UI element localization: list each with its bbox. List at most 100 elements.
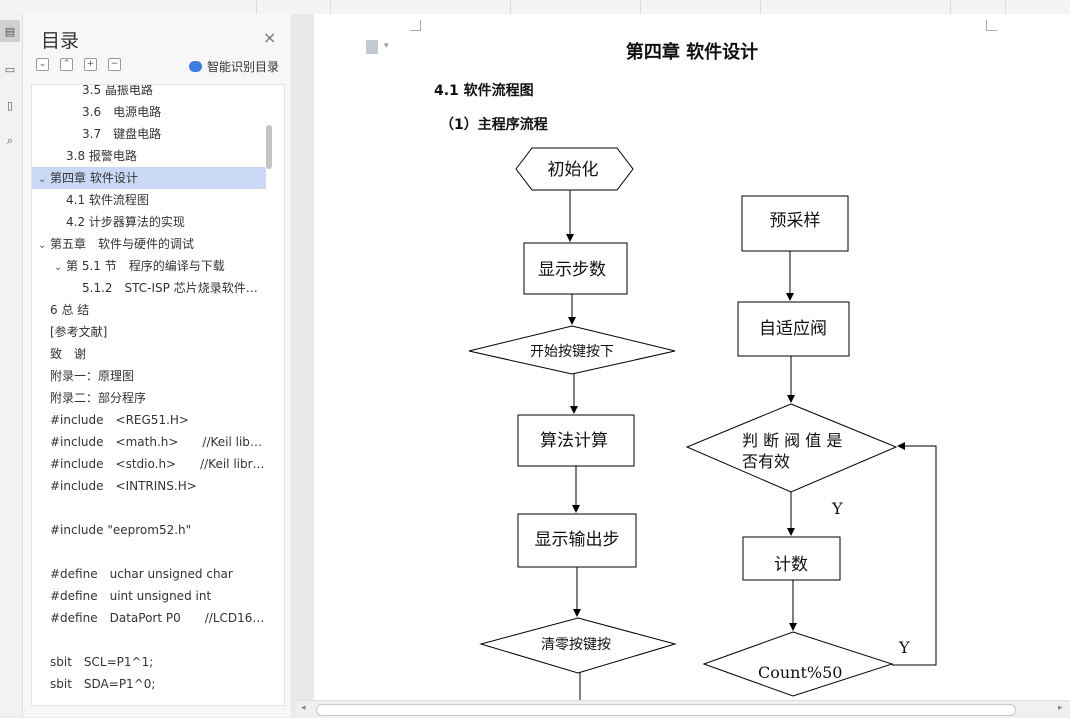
toc-panel: 目录 × ⌄ ⌃ + − 智能识别目录 sbit SDA=P1^0;sbit S… bbox=[23, 14, 291, 717]
adaptive-node bbox=[737, 301, 850, 357]
toc-item-label: 6 总 结 bbox=[50, 303, 90, 317]
toc-item[interactable]: #include <stdio.h> //Keil library bbox=[32, 453, 266, 475]
algorithm-label: 算法计算 bbox=[540, 431, 608, 451]
show-output-label: 显示输出步 bbox=[535, 530, 620, 550]
toolbar-divider bbox=[760, 0, 761, 14]
cloud-icon bbox=[189, 61, 202, 72]
toc-item[interactable]: #include "eeprom52.h" bbox=[32, 519, 266, 541]
toc-item[interactable] bbox=[32, 629, 266, 651]
toc-item-label: 4.2 计步器算法的实现 bbox=[66, 215, 185, 229]
toc-item[interactable]: [参考文献] bbox=[32, 321, 266, 343]
toc-item[interactable]: ⌄第五章 软件与硬件的调试 bbox=[32, 233, 266, 255]
toolbar-divider bbox=[330, 0, 331, 14]
chevron-down-icon[interactable]: ⌄ bbox=[38, 240, 47, 251]
horizontal-scroll-thumb[interactable] bbox=[316, 704, 1016, 716]
toc-item[interactable]: sbit SCL=P1^1; bbox=[32, 651, 266, 673]
subsection-heading: （1）主程序流程 bbox=[440, 117, 548, 133]
toc-item[interactable]: 3.7 键盘电路 bbox=[32, 123, 266, 145]
toolbar-divider bbox=[510, 0, 511, 14]
toc-item[interactable]: 6 总 结 bbox=[32, 299, 266, 321]
toc-item[interactable]: 附录二：部分程序 bbox=[32, 387, 266, 409]
toc-panel-icon[interactable]: ▤ bbox=[0, 20, 20, 42]
toc-item[interactable]: 3.6 电源电路 bbox=[32, 101, 266, 123]
clear-key-label: 清零按键按 bbox=[541, 637, 611, 653]
toc-item[interactable]: 3.8 报警电路 bbox=[32, 145, 266, 167]
toc-item-label: [参考文献] bbox=[50, 325, 108, 339]
toc-item-label: 4.1 软件流程图 bbox=[66, 193, 149, 207]
left-icon-rail: ▤ ▭ ▯ ⌕ bbox=[0, 14, 23, 717]
add-heading-icon[interactable]: + bbox=[84, 58, 97, 71]
toc-item[interactable]: ⌄第四章 软件设计 bbox=[32, 167, 266, 189]
toc-item[interactable] bbox=[32, 541, 266, 563]
toc-item-label: 3.7 键盘电路 bbox=[82, 127, 162, 141]
show-steps-node bbox=[523, 242, 628, 295]
show-steps-label: 显示步数 bbox=[538, 260, 606, 280]
scroll-left-icon[interactable]: ◂ bbox=[301, 703, 306, 713]
toolbar-divider bbox=[1005, 0, 1006, 14]
thumbnail-panel-icon[interactable]: ▭ bbox=[4, 62, 16, 76]
toc-item[interactable]: 3.5 晶振电路 bbox=[32, 84, 266, 101]
page-corner-mark bbox=[410, 20, 421, 31]
section-heading: 4.1 软件流程图 bbox=[434, 83, 534, 99]
horizontal-scrollbar[interactable]: ◂ ▸ bbox=[296, 700, 1070, 718]
toc-item[interactable]: #define uint unsigned int bbox=[32, 585, 266, 607]
toc-item-label: 3.5 晶振电路 bbox=[82, 84, 153, 97]
toc-scrollbar[interactable] bbox=[266, 125, 272, 169]
toc-item-label: 附录二：部分程序 bbox=[50, 391, 147, 405]
toc-list: sbit SDA=P1^0; sbit SCL=P1^1; #define Data… bbox=[31, 84, 285, 706]
count-mod-node bbox=[702, 631, 894, 697]
chevron-down-icon[interactable]: ⌄ bbox=[38, 174, 47, 185]
toc-item-label: #define uint unsigned int bbox=[50, 589, 212, 603]
count-mod-label: Count%50 bbox=[758, 663, 842, 682]
toc-item[interactable]: #define uchar unsigned char bbox=[32, 563, 266, 585]
count-label: 计数 bbox=[774, 555, 808, 575]
toc-item[interactable]: 4.1 软件流程图 bbox=[32, 189, 266, 211]
smart-recognize-label: 智能识别目录 bbox=[207, 60, 280, 74]
scroll-right-icon[interactable]: ▸ bbox=[1058, 703, 1063, 713]
toc-item[interactable]: #include <REG51.H> bbox=[32, 409, 266, 431]
yes-label: Y bbox=[831, 499, 843, 518]
toc-item[interactable]: 致 谢 bbox=[32, 343, 266, 365]
toc-item-label: 第五章 软件与硬件的调试 bbox=[50, 237, 195, 251]
toc-item[interactable] bbox=[32, 497, 266, 519]
search-icon[interactable]: ⌕ bbox=[6, 134, 14, 147]
toc-item-label: #include <stdio.h> //Keil library bbox=[50, 457, 266, 471]
toc-title: 目录 bbox=[41, 30, 80, 52]
close-icon[interactable]: × bbox=[263, 28, 277, 47]
toc-item[interactable]: 附录一：原理图 bbox=[32, 365, 266, 387]
judge-label-line2: 否有效 bbox=[742, 452, 790, 471]
toc-item-label: #include <INTRINS.H> bbox=[50, 479, 197, 493]
start-key-label: 开始按键按下 bbox=[530, 344, 614, 360]
chevron-down-icon[interactable]: ⌄ bbox=[54, 262, 63, 273]
collapse-all-icon[interactable]: ⌃ bbox=[60, 58, 73, 71]
toc-item-label: #define uchar unsigned char bbox=[50, 567, 233, 581]
toolbar-divider bbox=[256, 0, 257, 14]
toc-item[interactable]: #include <INTRINS.H> bbox=[32, 475, 266, 497]
toc-item[interactable]: 4.2 计步器算法的实现 bbox=[32, 211, 266, 233]
toc-item-label: sbit SDA=P1^0; bbox=[50, 677, 156, 691]
toc-item-label: #include <math.h> //Keil library bbox=[50, 435, 266, 449]
toc-item[interactable]: ⌄第 5.1 节 程序的编译与下载 bbox=[32, 255, 266, 277]
init-node bbox=[515, 147, 634, 191]
toc-item[interactable]: #define DataPort P0 //LCD1602 data port bbox=[32, 607, 266, 629]
remove-heading-icon[interactable]: − bbox=[108, 58, 121, 71]
toc-item[interactable]: 5.1.2 STC-ISP 芯片烧录软件的使用 bbox=[32, 277, 266, 299]
toc-item-label: 5.1.2 STC-ISP 芯片烧录软件的使用 bbox=[82, 281, 266, 295]
smart-recognize-toc-button[interactable]: 智能识别目录 bbox=[189, 58, 279, 75]
document-page: ▾ 第四章 软件设计 4.1 软件流程图 （1）主程序流程 bbox=[314, 14, 1070, 704]
toc-item[interactable]: #include <math.h> //Keil library bbox=[32, 431, 266, 453]
toc-item-label: 3.6 电源电路 bbox=[82, 105, 162, 119]
presample-node bbox=[741, 195, 849, 252]
toolbar-divider bbox=[950, 0, 951, 14]
adaptive-label: 自适应阀 bbox=[759, 319, 827, 339]
presample-label: 预采样 bbox=[770, 211, 821, 231]
bookmark-icon[interactable]: ▯ bbox=[6, 98, 14, 112]
toc-item[interactable]: sbit SDA=P1^0; bbox=[32, 673, 266, 695]
top-toolbar-strip bbox=[0, 0, 1070, 15]
toc-item-label: #include <REG51.H> bbox=[50, 413, 189, 427]
chevron-down-icon[interactable]: ▾ bbox=[384, 41, 389, 51]
document-icon[interactable] bbox=[366, 40, 378, 54]
expand-all-icon[interactable]: ⌄ bbox=[36, 58, 49, 71]
clear-key-node bbox=[479, 617, 677, 674]
toc-item-label: #define DataPort P0 //LCD1602 data port bbox=[50, 611, 266, 625]
